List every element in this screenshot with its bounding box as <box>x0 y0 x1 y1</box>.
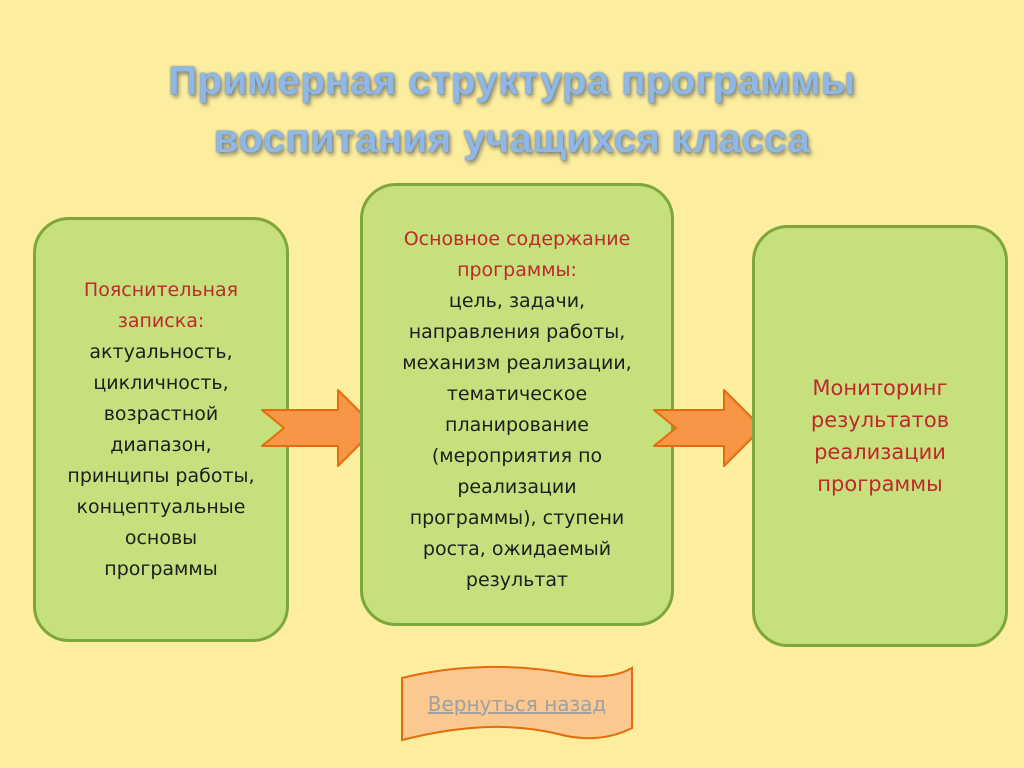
box-text-line: диапазон, <box>110 433 212 456</box>
back-button-label[interactable]: Вернуться назад <box>427 692 607 716</box>
box-text-line: концептуальные <box>76 495 246 518</box>
banner-shape <box>401 665 633 742</box>
box-text-line: программы), ступени <box>409 507 625 529</box>
box-heading-line: программы: <box>457 259 577 281</box>
box-text-line: тематическое <box>446 383 588 405</box>
box-text-line: программы <box>104 557 218 580</box>
explanatory-note-box: Пояснительная записка: актуальность, цик… <box>33 217 289 642</box>
box-text-line: актуальность, <box>89 340 233 363</box>
box-heading-line: реализации <box>814 440 946 464</box>
box-text-line: роста, ожидаемый <box>422 538 612 560</box>
title-line-1: Примерная структура программы <box>168 59 856 103</box>
box-text-line: цель, задачи, <box>448 290 586 312</box>
box-text-line: механизм реализации, <box>402 352 632 374</box>
box-heading-line: результатов <box>810 408 950 432</box>
box-heading-line: Пояснительная <box>83 278 239 301</box>
box-text-line: реализации <box>457 476 577 498</box>
box-text-line: направления работы, <box>408 321 626 343</box>
monitoring-box: Мониторинг результатов реализации програ… <box>752 225 1008 647</box>
box-text-line: основы <box>124 526 198 549</box>
box-text-line: цикличность, <box>93 371 229 394</box>
box-heading-line: Основное содержание <box>403 228 631 250</box>
back-button[interactable]: Вернуться назад <box>398 664 636 744</box>
arrow-right-icon <box>653 389 763 467</box>
main-content-box: Основное содержание программы: цель, зад… <box>360 183 674 626</box>
box-text-line: результат <box>465 569 569 591</box>
title-line-2: воспитания учащихся класса <box>213 117 811 161</box>
box-text-line: (мероприятия по <box>431 445 603 467</box>
box-text-line: принципы работы, <box>67 464 255 487</box>
box-text-line: планирование <box>445 414 589 436</box>
box-text-line: возрастной <box>103 402 219 425</box>
page-title: Примерная структура программы воспитания… <box>0 52 1024 168</box>
arrow-right-icon <box>261 389 377 467</box>
box-heading-line: Мониторинг <box>812 376 948 400</box>
box-heading-line: программы <box>817 472 943 496</box>
box-heading-line: записка: <box>117 309 205 332</box>
